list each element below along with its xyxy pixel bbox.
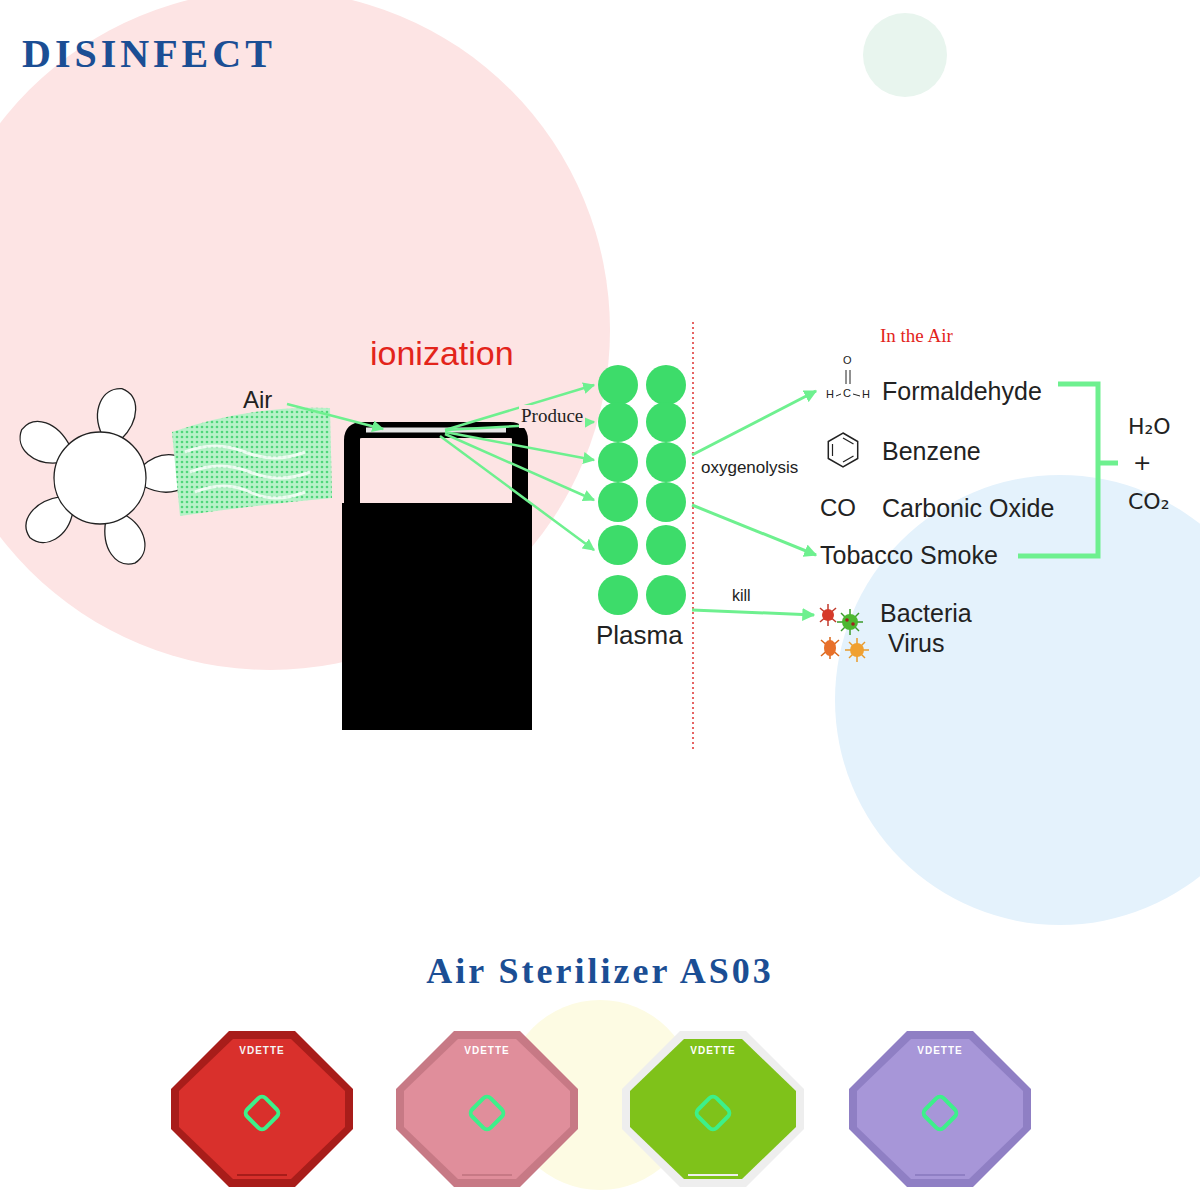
pollutant-item: Tobacco Smoke bbox=[820, 540, 998, 570]
atom-label: C bbox=[843, 387, 851, 400]
plasma-label: Plasma bbox=[596, 620, 692, 651]
plasma-cluster: Plasma bbox=[596, 362, 692, 651]
product-photo: VDETTE bbox=[618, 1025, 808, 1193]
pollutant-name: Formaldehyde bbox=[882, 376, 1042, 406]
brand-label: VDETTE bbox=[167, 1045, 357, 1057]
brand-label: VDETTE bbox=[618, 1045, 808, 1057]
pathogen-name: Bacteria bbox=[880, 598, 972, 628]
fan-icon bbox=[12, 384, 193, 570]
product-caption: Air Sterilizer AS03 bbox=[0, 950, 1200, 992]
product-formula: CO₂ bbox=[1128, 489, 1170, 515]
pollutant-name: Benzene bbox=[882, 436, 981, 466]
air-arrow bbox=[287, 404, 383, 429]
atom-label: H bbox=[862, 388, 870, 401]
product-photo: VDETTE bbox=[167, 1025, 357, 1193]
brand-label: VDETTE bbox=[392, 1045, 582, 1057]
reaction-arrow bbox=[692, 505, 816, 555]
icon-slot bbox=[820, 436, 882, 466]
pollutant-item: Benzene bbox=[820, 436, 981, 466]
section-label: In the Air bbox=[880, 325, 953, 348]
edge-label: oxygenolysis bbox=[699, 458, 800, 478]
page-title: DISINFECT bbox=[22, 30, 276, 77]
brand-label: VDETTE bbox=[845, 1045, 1035, 1057]
benzene-structure bbox=[828, 433, 857, 467]
process-title: ionization bbox=[370, 333, 514, 374]
chemical-formula: CO bbox=[820, 494, 882, 523]
air-cloud bbox=[172, 408, 332, 516]
pollutant-item: COCarbonic Oxide bbox=[820, 493, 1054, 523]
icon-slot bbox=[818, 598, 880, 658]
atom-label: O bbox=[843, 354, 852, 367]
pathogen-name: Virus bbox=[880, 628, 972, 658]
pollutant-item: BacteriaVirus bbox=[818, 598, 972, 658]
atom-label: H bbox=[826, 388, 834, 401]
plus-sign: + bbox=[1133, 450, 1151, 476]
pollutant-item: Formaldehyde bbox=[820, 376, 1042, 406]
plasma-particles bbox=[596, 362, 692, 620]
product-formula: H₂O bbox=[1128, 414, 1171, 440]
reaction-arrow bbox=[692, 610, 814, 615]
produce-arrows bbox=[440, 385, 594, 550]
reaction-arrow bbox=[692, 391, 816, 455]
text-stack: BacteriaVirus bbox=[880, 598, 972, 658]
product-photo: VDETTE bbox=[392, 1025, 582, 1193]
edge-label: kill bbox=[730, 586, 753, 605]
divider-line bbox=[692, 322, 694, 752]
input-label: Air bbox=[243, 386, 272, 415]
pollutant-name: Tobacco Smoke bbox=[820, 540, 998, 570]
pollutant-name: Carbonic Oxide bbox=[882, 493, 1054, 523]
background-circle bbox=[863, 13, 947, 97]
germ-icons bbox=[820, 604, 869, 662]
result-bracket bbox=[1018, 384, 1118, 556]
product-photo: VDETTE bbox=[845, 1025, 1035, 1193]
arrow-label: Produce bbox=[519, 405, 585, 428]
ionizer-device bbox=[342, 430, 532, 730]
